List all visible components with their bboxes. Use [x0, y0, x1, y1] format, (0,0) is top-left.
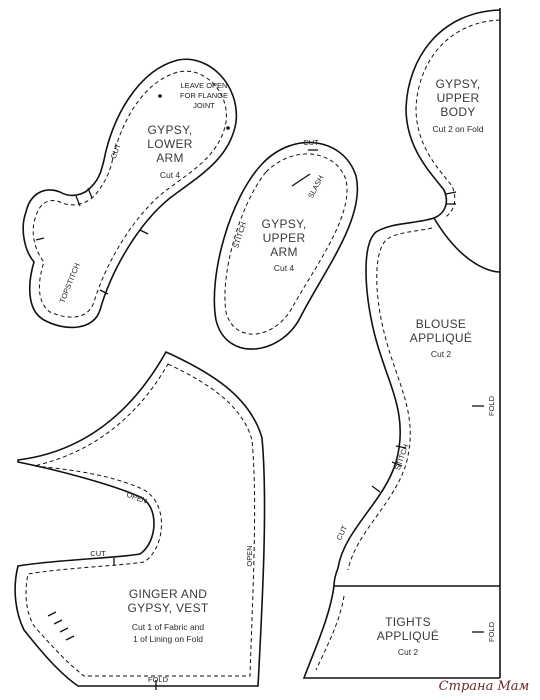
- vest-cut-line: [14, 350, 266, 687]
- vest-notch: [47, 611, 57, 617]
- tights-title: TIGHTS: [385, 615, 431, 629]
- lower-arm-note: JOINT: [193, 101, 215, 110]
- upper-body-title: UPPER: [437, 91, 480, 105]
- blouse-notch: [395, 445, 407, 449]
- upper-arm-cut-line: [213, 141, 359, 350]
- tights-cut-line: [302, 585, 500, 679]
- lower-arm-joint-dot: [226, 126, 230, 130]
- lower-arm-piece: LEAVE OPEN FOR FLANGE JOINT GYPSY, LOWER…: [22, 58, 238, 329]
- watermark: Страна Мам: [439, 679, 530, 694]
- blouse-cut-line: [333, 217, 435, 587]
- blouse-stitch-line: [347, 227, 433, 571]
- blouse-title: APPLIQUÉ: [410, 330, 472, 345]
- vest-notch: [53, 619, 63, 625]
- upper-arm-title: UPPER: [263, 231, 306, 245]
- upper-arm-stitch-mark: STITCH: [231, 221, 248, 250]
- lower-arm-joint-dot: [158, 94, 162, 98]
- upper-body-cut-line: [405, 9, 501, 273]
- vest-title: GINGER AND: [129, 587, 207, 601]
- blouse-cut-mark: CUT: [334, 524, 349, 542]
- vest-title: GYPSY, VEST: [127, 601, 208, 615]
- blouse-title: BLOUSE: [416, 317, 467, 331]
- blouse-cut-count: Cut 2: [431, 349, 452, 359]
- lower-arm-stitch-line: [32, 70, 227, 318]
- upper-body-notch: [445, 191, 457, 195]
- lower-arm-title: GYPSY,: [148, 123, 193, 137]
- upper-arm-slash: [291, 173, 311, 187]
- upper-arm-cut-count: Cut 4: [274, 263, 295, 273]
- upper-body-title: BODY: [440, 105, 475, 119]
- vest-notch: [59, 627, 69, 633]
- tights-title: APPLIQUÉ: [377, 628, 439, 643]
- lower-arm-note: LEAVE OPEN: [181, 81, 228, 90]
- upper-arm-slash-mark: SLASH: [306, 174, 325, 200]
- upper-body-stitch-line: [415, 19, 501, 219]
- blouse-piece: FOLD STITCH CUT BLOUSE APPLIQUÉ Cut 2: [333, 217, 496, 587]
- upper-arm-piece: CUT SLASH STITCH GYPSY, UPPER ARM Cut 4: [213, 138, 359, 350]
- lower-arm-notch: [35, 237, 45, 241]
- lower-arm-notch: [99, 289, 109, 295]
- tights-fold-mark: FOLD: [487, 621, 496, 642]
- vest-open-mark: OPEN: [245, 545, 254, 566]
- vest-open-mark: OPEN: [125, 490, 148, 506]
- upper-arm-title: GYPSY,: [262, 217, 307, 231]
- upper-arm-cut-mark: CUT: [303, 138, 319, 147]
- vest-notch: [65, 635, 75, 641]
- upper-arm-title: ARM: [270, 245, 298, 259]
- blouse-notch: [391, 461, 403, 467]
- lower-arm-topstitch-mark: TOPSTITCH: [58, 262, 82, 305]
- vest-piece: OPEN OPEN CUT FOLD GINGER AND GYPSY, VES…: [14, 350, 266, 690]
- lower-arm-notch: [139, 229, 149, 235]
- upper-body-title: GYPSY,: [436, 77, 481, 91]
- lower-arm-title: ARM: [156, 151, 184, 165]
- tights-stitch-line: [315, 595, 345, 671]
- vest-cut-mark: CUT: [90, 549, 106, 558]
- blouse-fold-mark: FOLD: [487, 395, 496, 416]
- lower-arm-notch: [87, 187, 93, 199]
- tights-cut-count: Cut 2: [398, 647, 419, 657]
- lower-arm-cut-mark: CUT: [109, 142, 123, 160]
- lower-arm-notch: [75, 195, 81, 207]
- lower-arm-cut-line: [22, 58, 238, 329]
- lower-arm-title: LOWER: [147, 137, 193, 151]
- lower-arm-cut-count: Cut 4: [160, 170, 181, 180]
- blouse-stitch-mark: STITCH: [393, 443, 411, 472]
- upper-body-piece: GYPSY, UPPER BODY Cut 2 on Fold: [405, 8, 501, 678]
- upper-arm-stitch-line: [224, 153, 348, 335]
- upper-body-cut-count: Cut 2 on Fold: [432, 124, 483, 134]
- vest-cut-count: 1 of Lining on Fold: [133, 634, 203, 644]
- tights-piece: FOLD TIGHTS APPLIQUÉ Cut 2: [302, 585, 500, 679]
- blouse-notch: [371, 485, 381, 493]
- vest-cut-count: Cut 1 of Fabric and: [132, 622, 205, 632]
- lower-arm-note: FOR FLANGE: [180, 91, 228, 100]
- vest-fold-mark: FOLD: [148, 675, 169, 684]
